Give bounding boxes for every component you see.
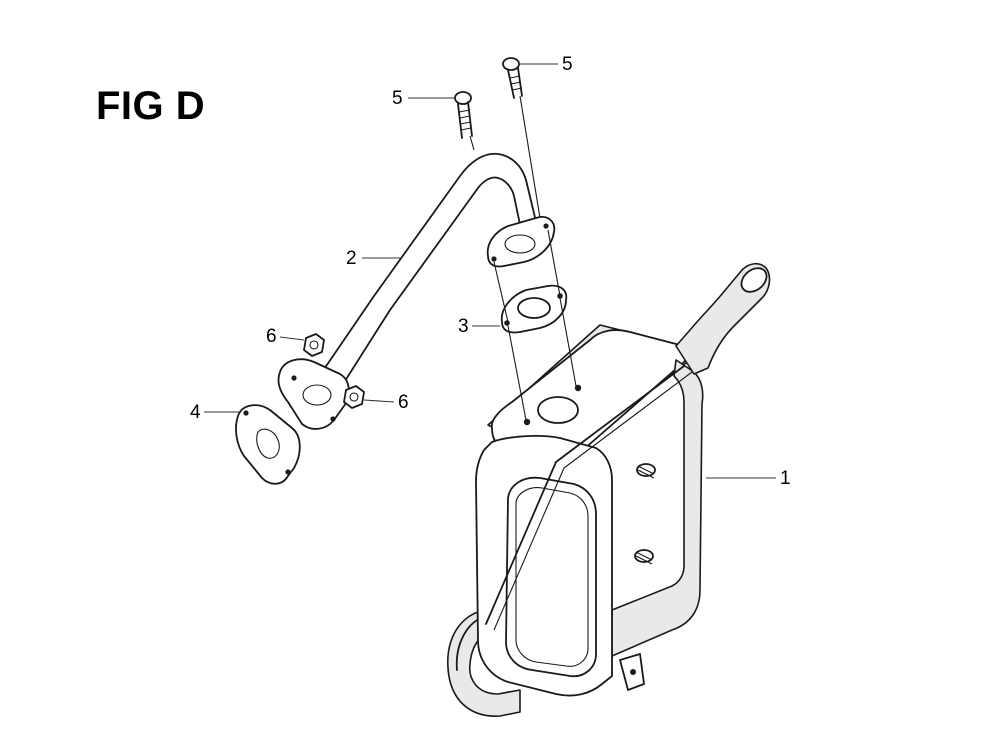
gasket-muffler	[500, 284, 568, 334]
callout-label-6-lower: 6	[398, 392, 409, 413]
callout-1: 1	[706, 468, 791, 489]
callout-label-3: 3	[458, 316, 469, 337]
bolt-left	[454, 91, 473, 139]
callout-5-top: 5	[520, 54, 573, 75]
nut-upper	[303, 333, 325, 357]
callout-4: 4	[190, 402, 240, 423]
callout-label-6-upper: 6	[266, 326, 277, 347]
muffler-stud-lower	[634, 549, 654, 565]
assembly-lines	[469, 95, 577, 421]
muffler-stud-upper	[636, 463, 656, 479]
callout-label-4: 4	[190, 402, 201, 423]
callout-6-upper: 6	[266, 326, 305, 347]
callout-label-5-left: 5	[392, 88, 403, 109]
callout-label-5-top: 5	[562, 54, 573, 75]
figure-title: FIG D	[96, 84, 206, 128]
callout-label-2: 2	[346, 248, 357, 269]
gasket-engine	[235, 404, 301, 485]
muffler	[447, 262, 771, 717]
nut-lower	[343, 385, 365, 409]
bolt-top	[502, 57, 523, 99]
callout-3: 3	[458, 316, 500, 337]
exhaust-pipe	[277, 152, 556, 430]
callout-label-1: 1	[780, 468, 791, 489]
callout-2: 2	[346, 248, 402, 269]
callout-6-lower: 6	[363, 392, 409, 413]
callout-5-left: 5	[392, 88, 454, 109]
